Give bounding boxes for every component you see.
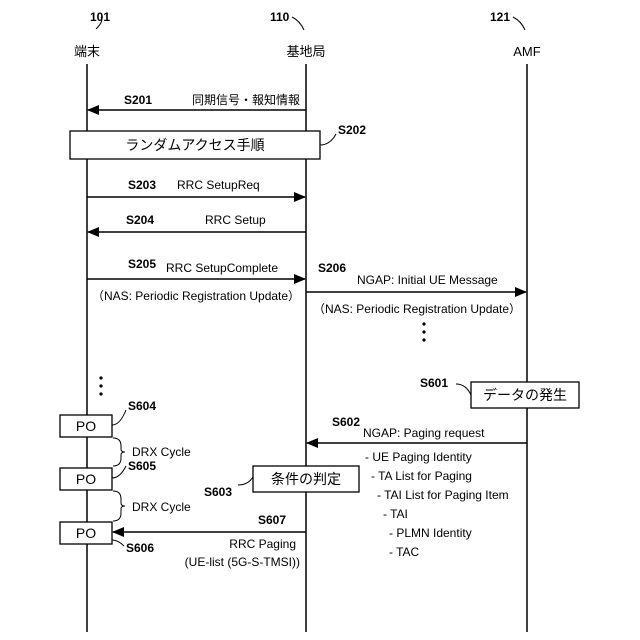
s606-id: S606 <box>126 541 154 555</box>
s607-label: RRC Paging <box>229 537 296 551</box>
s202-id: S202 <box>338 123 366 137</box>
s604-label: PO <box>76 418 96 434</box>
drx-label-1: DRX Cycle <box>132 445 191 459</box>
s206-sub: （NAS: Periodic Registration Update） <box>313 302 521 316</box>
ellipsis-terminal <box>99 376 102 395</box>
s204-label: RRC Setup <box>205 213 266 227</box>
amf-number: 121 <box>490 10 510 24</box>
s604-id: S604 <box>128 399 156 413</box>
s206-id: S206 <box>318 261 346 275</box>
s206-label: NGAP: Initial UE Message <box>357 273 498 287</box>
base-station-name: 基地局 <box>286 44 325 59</box>
s602-item-2: - TA List for Paging <box>371 469 472 483</box>
s607-sub: (UE-list (5G-S-TMSI)) <box>185 555 300 569</box>
drx-label-2: DRX Cycle <box>132 500 191 514</box>
s602-item-5: - PLMN Identity <box>389 526 472 540</box>
drx-brace-1 <box>113 438 125 466</box>
ellipsis-amf <box>422 322 425 341</box>
base-station-leader <box>292 17 304 30</box>
terminal-name: 端末 <box>74 44 100 59</box>
s605-leader <box>112 466 126 478</box>
s602-label: NGAP: Paging request <box>363 426 485 440</box>
terminal-number: 101 <box>90 10 110 24</box>
s605-label: PO <box>76 471 96 487</box>
s202-label: ランダムアクセス手順 <box>125 137 264 153</box>
s205-sub: （NAS: Periodic Registration Update） <box>92 289 300 303</box>
s203-id: S203 <box>128 178 156 192</box>
s603-leader <box>238 477 253 485</box>
s602-id: S602 <box>332 415 360 429</box>
s205-id: S205 <box>128 257 156 271</box>
s603-label: 条件の判定 <box>271 471 341 487</box>
s606-leader <box>112 540 124 546</box>
s603-id: S603 <box>204 485 232 499</box>
s602-item-4: - TAI <box>383 507 408 521</box>
s601-id: S601 <box>420 376 448 390</box>
terminal-header: 101 端末 <box>74 10 110 59</box>
base-station-number: 110 <box>270 10 290 24</box>
amf-header: 121 AMF <box>490 10 541 59</box>
amf-name: AMF <box>513 44 541 59</box>
s601-label: データの発生 <box>483 387 567 403</box>
s602-item-6: - TAC <box>389 545 420 559</box>
amf-leader <box>513 17 525 30</box>
s604-leader <box>112 410 126 425</box>
s605-id: S605 <box>128 459 156 473</box>
s201-id: S201 <box>124 93 152 107</box>
s602-item-1: - UE Paging Identity <box>365 450 472 464</box>
s204-id: S204 <box>126 213 154 227</box>
base-station-header: 110 基地局 <box>270 10 326 59</box>
s606-label: PO <box>76 525 96 541</box>
s203-label: RRC SetupReq <box>177 178 260 192</box>
s607-id: S607 <box>258 513 286 527</box>
s201-label: 同期信号・報知情報 <box>192 93 300 107</box>
s202-leader <box>320 134 336 145</box>
s205-label: RRC SetupComplete <box>166 261 278 275</box>
s601-leader <box>456 384 471 395</box>
s602-item-3: - TAI List for Paging Item <box>377 488 509 502</box>
drx-brace-2 <box>113 491 125 521</box>
